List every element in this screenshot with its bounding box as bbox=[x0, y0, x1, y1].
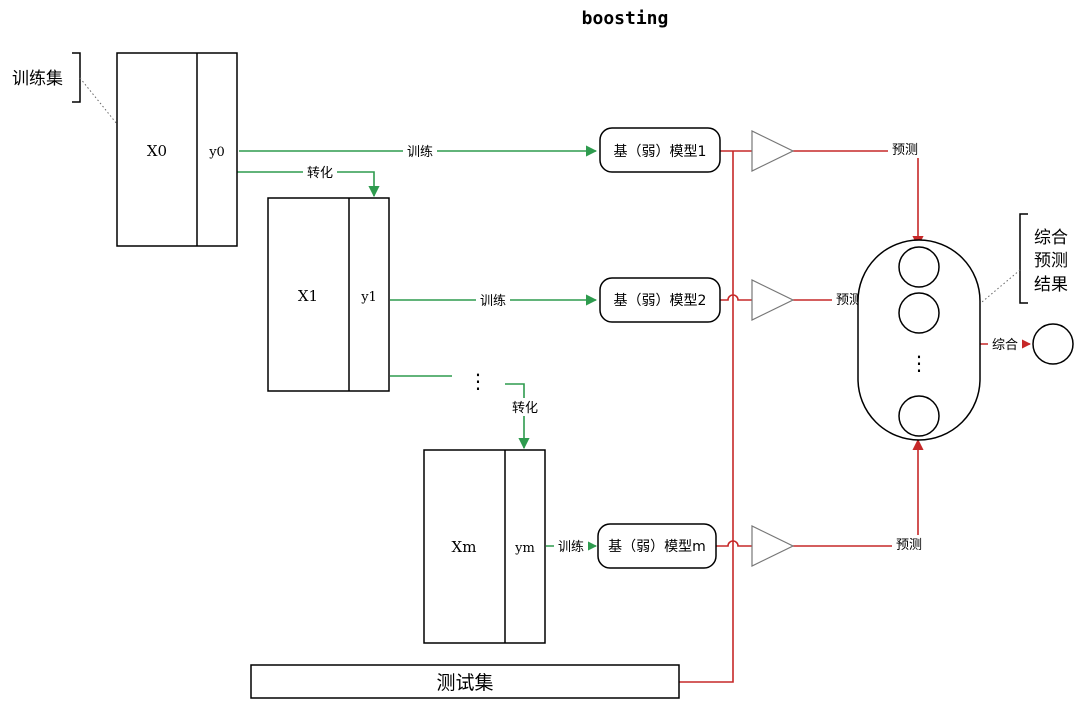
result-label-line-2: 预测 bbox=[1034, 251, 1068, 271]
dataset-0-y-label: y0 bbox=[208, 145, 225, 160]
test-set-label: 测试集 bbox=[436, 672, 493, 694]
dataset-1-x-label: X1 bbox=[298, 287, 318, 305]
svg-text:训练: 训练 bbox=[558, 540, 584, 555]
result-label-line-1: 综合 bbox=[1034, 228, 1068, 248]
predict-flow-lines bbox=[679, 150, 1032, 683]
svg-text:综合: 综合 bbox=[992, 338, 1018, 353]
train-label-m: 训练 bbox=[554, 537, 588, 555]
train-label-0: 训练 bbox=[403, 142, 437, 160]
final-result-node bbox=[1032, 323, 1074, 365]
result-label-line-3: 结果 bbox=[1034, 275, 1068, 295]
dataset-0-x-label: X0 bbox=[147, 142, 167, 160]
svg-text:预测: 预测 bbox=[836, 293, 862, 308]
combiner-slot-m bbox=[898, 395, 940, 437]
model-2: 基（弱）模型2 bbox=[599, 277, 721, 323]
dataset-1: X1 y1 bbox=[267, 197, 390, 392]
ellipsis-combiner: ⋮ bbox=[909, 351, 929, 375]
training-set-label: 训练集 bbox=[12, 69, 63, 89]
predictor-triangle-m bbox=[751, 525, 795, 567]
training-set-pointer bbox=[79, 77, 118, 125]
svg-text:基（弱）模型2: 基（弱）模型2 bbox=[614, 292, 707, 309]
predictor-triangle-1 bbox=[751, 130, 795, 172]
test-set: 测试集 bbox=[250, 664, 680, 699]
svg-text:训练: 训练 bbox=[407, 145, 433, 160]
svg-text:基（弱）模型1: 基（弱）模型1 bbox=[614, 143, 707, 160]
svg-text:基（弱）模型m: 基（弱）模型m bbox=[608, 538, 706, 555]
model-1: 基（弱）模型1 bbox=[599, 127, 721, 173]
dataset-1-y-label: y1 bbox=[360, 290, 377, 305]
model-m: 基（弱）模型m bbox=[597, 523, 717, 569]
combine-label: 综合 bbox=[988, 335, 1022, 353]
dataset-m-y-label: ym bbox=[514, 541, 535, 556]
predictor-triangle-2 bbox=[751, 279, 795, 321]
predict-label-1: 预测 bbox=[888, 140, 922, 158]
predict-label-m: 预测 bbox=[892, 535, 926, 553]
svg-text:预测: 预测 bbox=[892, 143, 918, 158]
training-set-bracket bbox=[72, 52, 81, 103]
dataset-0: X0 y0 bbox=[116, 52, 238, 247]
combiner: ⋮ bbox=[857, 239, 981, 441]
svg-text:预测: 预测 bbox=[896, 538, 922, 553]
svg-text:训练: 训练 bbox=[480, 294, 506, 309]
transform-label-0: 转化 bbox=[303, 163, 337, 181]
train-label-1: 训练 bbox=[476, 291, 510, 309]
dataset-m-x-label: Xm bbox=[452, 538, 477, 556]
result-bracket bbox=[1019, 213, 1028, 304]
diagram-title: boosting bbox=[582, 8, 669, 29]
svg-text:转化: 转化 bbox=[512, 401, 538, 416]
svg-text:转化: 转化 bbox=[307, 166, 333, 181]
dataset-m: Xm ym bbox=[423, 449, 546, 644]
combiner-slot-1 bbox=[898, 246, 940, 288]
ellipsis-datasets: ⋮ bbox=[468, 369, 488, 393]
transform-label-1: 转化 bbox=[508, 398, 542, 416]
result-pointer bbox=[981, 269, 1021, 303]
combiner-slot-2 bbox=[898, 292, 940, 334]
